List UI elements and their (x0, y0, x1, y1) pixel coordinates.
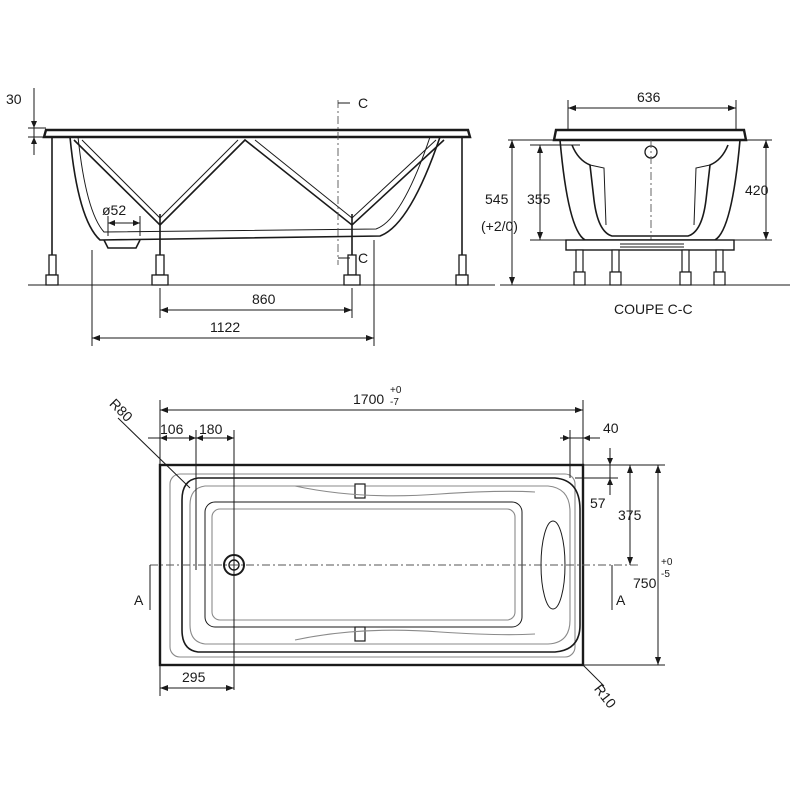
dim-r80-leader (117, 417, 191, 489)
side-section-label-bottom: C (358, 250, 368, 266)
dim-860-label: 860 (252, 291, 276, 307)
side-drain (103, 239, 141, 249)
section-feet (573, 249, 726, 286)
side-support-frame (73, 138, 445, 227)
section-grating (620, 243, 684, 248)
dim-57-label: 57 (590, 495, 606, 511)
dim-40-arrows (563, 435, 590, 441)
dim-r10-leader (582, 664, 605, 687)
plan-floor-inner (211, 508, 516, 621)
dim-r10-label: R10 (591, 681, 620, 711)
side-tub-inner (77, 136, 431, 233)
plan-view: A A 1700 +0 -7 106 180 R80 40 57 (106, 385, 672, 711)
dim-295-label: 295 (182, 669, 206, 685)
dim-636-label: 636 (637, 89, 661, 105)
dim-106-label: 106 (160, 421, 184, 437)
plan-bowl-inner (189, 485, 571, 645)
section-rim (552, 128, 748, 142)
side-tub-body (69, 136, 441, 241)
dim-750-label: 750 (633, 575, 657, 591)
dim-106-180-arrows (160, 435, 234, 441)
section-cc-view: 636 545 (+2/0) 355 420 COUPE C-C (481, 89, 790, 317)
dim-r80-label: R80 (106, 395, 136, 425)
dim-1700-tol-upper: +0 (390, 385, 402, 396)
dim-295-arrows (160, 685, 234, 691)
dim-drain-label: ø52 (102, 202, 126, 218)
dim-355-label: 355 (527, 191, 551, 207)
plan-floor-area (204, 501, 523, 628)
plan-handle-icon (354, 626, 366, 642)
dim-30-arrows (31, 121, 37, 144)
dim-180-label: 180 (199, 421, 223, 437)
dim-750-tol-lower: -5 (661, 569, 670, 580)
plan-section-label-left: A (134, 592, 144, 608)
plan-handle-icon (354, 483, 366, 499)
section-base-frame (565, 239, 735, 251)
dim-drain-arrows (108, 220, 140, 226)
dim-750-tol-upper: +0 (661, 557, 673, 568)
side-tub-rim (42, 128, 472, 139)
section-inner-detail (589, 164, 711, 226)
plan-section-label-right: A (616, 592, 626, 608)
side-elevation-view: C C 30 ø52 860 1122 (6, 88, 495, 346)
dim-545-label: 545 (485, 191, 509, 207)
dim-1122-label: 1122 (210, 319, 240, 335)
dim-1700-tol-lower: -7 (390, 397, 399, 408)
plan-bowl-outline (181, 477, 581, 653)
section-inner-shell (571, 144, 729, 237)
dim-545-tolerance: (+2/0) (481, 218, 518, 234)
dim-57-arrows (607, 458, 613, 485)
dim-375-label: 375 (618, 507, 642, 523)
dim-1700-label: 1700 (353, 391, 384, 407)
plan-contour-bottom (294, 629, 536, 641)
side-foot (45, 254, 469, 286)
plan-contour-top (294, 485, 536, 497)
dim-420-label: 420 (745, 182, 769, 198)
dim-30-label: 30 (6, 91, 22, 107)
section-caption: COUPE C-C (614, 301, 693, 317)
dim-40-label: 40 (603, 420, 619, 436)
side-section-label-top: C (358, 95, 368, 111)
plan-rim-inner (169, 473, 576, 658)
